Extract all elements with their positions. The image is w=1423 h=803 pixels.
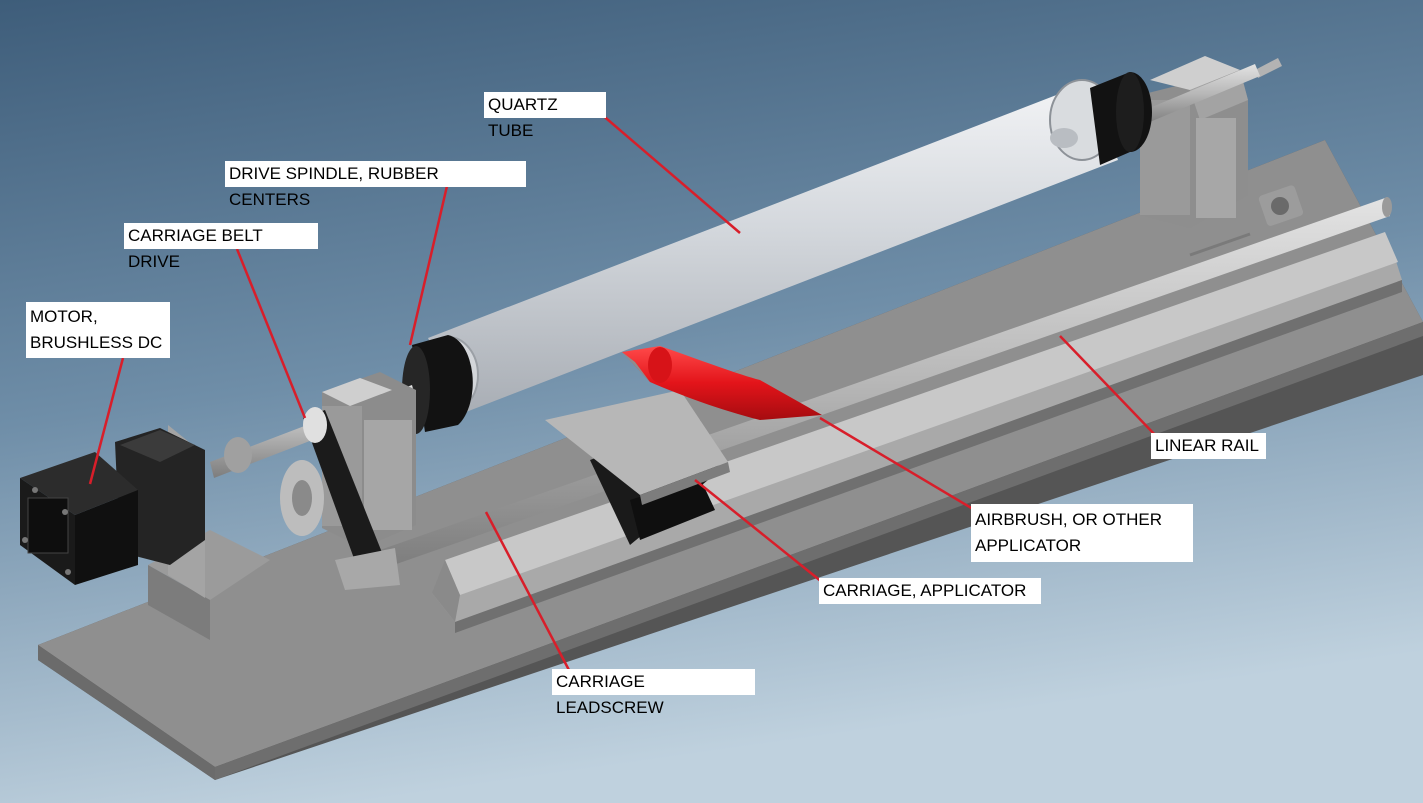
carriage-belt-drive [280, 407, 400, 590]
leader-motor [88, 357, 125, 485]
leader-linear-rail [1059, 335, 1159, 439]
airbrush-applicator [622, 346, 822, 420]
leader-carriage-leadscrew [484, 511, 572, 673]
callout-linear-rail: LINEAR RAIL [1151, 433, 1266, 459]
callout-carriage-leadscrew: CARRIAGE LEADSCREW [552, 669, 755, 717]
leader-lines [88, 112, 1159, 673]
base-plate [38, 140, 1423, 780]
callout-motor: MOTOR, BRUSHLESS DC [26, 302, 170, 358]
callout-airbrush: AIRBRUSH, OR OTHER APPLICATOR [971, 504, 1193, 562]
leader-airbrush [819, 416, 979, 514]
callout-carriage-applicator: CARRIAGE, APPLICATOR [819, 578, 1041, 604]
right-support-block [1140, 56, 1282, 228]
brushless-dc-motor [20, 428, 205, 585]
carriage [545, 390, 730, 545]
callout-quartz-tube: QUARTZ TUBE [484, 92, 606, 140]
leader-drive-spindle [408, 185, 449, 346]
leader-carriage-applicator [694, 479, 823, 583]
callout-drive-spindle: DRIVE SPINDLE, RUBBER CENTERS [225, 161, 526, 209]
leader-carriage-belt-drive [235, 248, 307, 419]
leader-quartz-tube [599, 112, 741, 234]
rubber-center-right [1090, 72, 1152, 165]
callout-carriage-belt-drive: CARRIAGE BELT DRIVE [124, 223, 318, 271]
